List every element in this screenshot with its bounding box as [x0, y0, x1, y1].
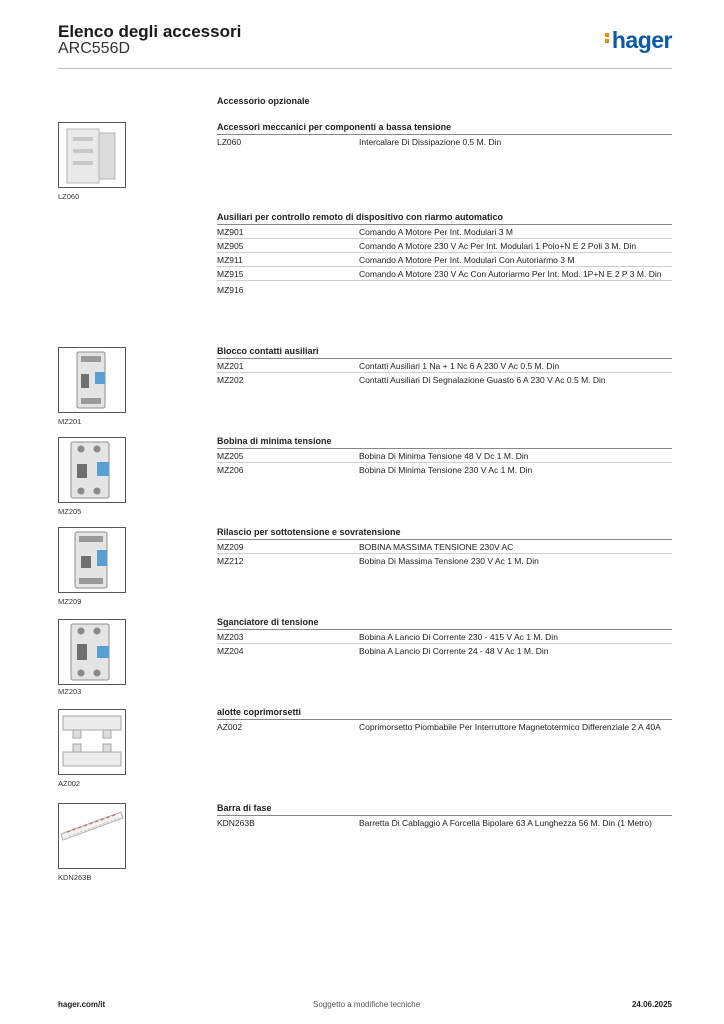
section-title: Accessori meccanici per componenti a bas…	[217, 122, 672, 135]
logo-text: hager	[611, 27, 673, 53]
spacer-module-icon	[66, 128, 116, 184]
section-undervoltage-coil: Bobina di minima tensione MZ205 Bobina D…	[217, 436, 672, 476]
table-row: AZ002 Coprimorsetto Piombabile Per Inter…	[217, 720, 672, 733]
logo-dots-icon	[604, 31, 610, 45]
product-code-cell[interactable]: MZ205	[217, 451, 244, 461]
footer-disclaimer: Soggetto a modifiche tecniche	[313, 1000, 421, 1009]
product-code-cell[interactable]: MZ201	[217, 361, 244, 371]
section-title: Bobina di minima tensione	[217, 436, 672, 449]
product-code-cell[interactable]: MZ911	[217, 255, 243, 265]
section-title: Ausiliari per controllo remoto di dispos…	[217, 212, 672, 225]
product-description: Comando A Motore Per Int. Modulari 3 M	[359, 227, 514, 237]
thumbnail-caption: KDN263B	[58, 873, 92, 882]
table-row: MZ905 Comando A Motore 230 V Ac Per Int.…	[217, 239, 672, 253]
product-code-cell[interactable]: MZ916	[217, 285, 244, 295]
product-code-cell[interactable]: MZ209	[217, 542, 244, 552]
product-description	[359, 285, 672, 295]
product-code-cell[interactable]: AZ002	[217, 722, 243, 732]
product-code-cell[interactable]: MZ206	[217, 465, 244, 475]
page-title: Elenco degli accessori	[58, 22, 242, 41]
section-mechanical: Accessori meccanici per componenti a bas…	[217, 122, 672, 148]
product-code-cell[interactable]: MZ212	[217, 556, 244, 566]
product-image-mz203[interactable]	[58, 619, 126, 685]
table-row: KDN263B Barretta Di Cablaggio A Forcella…	[217, 816, 672, 829]
product-image-mz209[interactable]	[58, 527, 126, 593]
table-row: MZ202 Contatti Ausiliari Di Segnalazione…	[217, 373, 672, 386]
product-code-cell[interactable]: MZ915	[217, 269, 244, 279]
product-description: Comando A Motore 230 V Ac Con Autoriarmo…	[359, 269, 662, 279]
table-row: MZ915 Comando A Motore 230 V Ac Con Auto…	[217, 267, 672, 281]
product-description: Bobina A Lancio Di Corrente 230 - 415 V …	[359, 632, 558, 642]
thumbnail-caption: MZ209	[58, 597, 82, 606]
section-terminal-covers: alotte coprimorsetti AZ002 Coprimorsetto…	[217, 707, 672, 733]
product-code-cell[interactable]: KDN263B	[217, 818, 255, 828]
product-description: Comando A Motore 230 V Ac Per Int. Modul…	[359, 241, 637, 251]
table-row: MZ901 Comando A Motore Per Int. Modulari…	[217, 225, 672, 239]
section-voltage-release: Rilascio per sottotensione e sovratensio…	[217, 527, 672, 567]
product-image-mz205[interactable]	[58, 437, 126, 503]
table-row: MZ212 Bobina Di Massima Tensione 230 V A…	[217, 554, 672, 567]
overvoltage-release-icon	[74, 531, 108, 589]
hager-logo[interactable]: hager	[604, 27, 673, 54]
product-description: Bobina Di Minima Tensione 48 V Dc 1 M. D…	[359, 451, 529, 461]
section-title: Sganciatore di tensione	[217, 617, 672, 630]
product-description: Contatti Ausiliari Di Segnalazione Guast…	[359, 375, 606, 385]
section-shunt-trip: Sganciatore di tensione MZ203 Bobina A L…	[217, 617, 672, 657]
product-image-kdn263b[interactable]	[58, 803, 126, 869]
table-row: MZ206 Bobina Di Minima Tensione 230 V Ac…	[217, 463, 672, 476]
busbar-icon	[60, 811, 124, 841]
table-row: MZ201 Contatti Ausiliari 1 Na + 1 Nc 6 A…	[217, 359, 672, 373]
product-code-cell[interactable]: MZ202	[217, 375, 244, 385]
table-row: MZ209 BOBINA MASSIMA TENSIONE 230V AC	[217, 540, 672, 554]
table-row: LZ060 Intercalare Di Dissipazione 0.5 M.…	[217, 135, 672, 148]
product-description: Coprimorsetto Piombabile Per Interruttor…	[359, 722, 661, 732]
table-row: MZ203 Bobina A Lancio Di Corrente 230 - …	[217, 630, 672, 644]
product-description: Comando A Motore Per Int. Modulari Con A…	[359, 255, 575, 265]
product-code-cell[interactable]: MZ204	[217, 646, 244, 656]
product-description: BOBINA MASSIMA TENSIONE 230V AC	[359, 542, 514, 552]
section-remote-control: Ausiliari per controllo remoto di dispos…	[217, 212, 672, 296]
product-image-mz201[interactable]	[58, 347, 126, 413]
table-row: MZ204 Bobina A Lancio Di Corrente 24 - 4…	[217, 644, 672, 657]
header-divider	[58, 68, 672, 69]
table-row: MZ205 Bobina Di Minima Tensione 48 V Dc …	[217, 449, 672, 463]
product-image-lz060[interactable]	[58, 122, 126, 188]
product-description: Intercalare Di Dissipazione 0.5 M. Din	[359, 137, 502, 147]
product-code-cell[interactable]: MZ901	[217, 227, 244, 237]
product-description: Bobina A Lancio Di Corrente 24 - 48 V Ac…	[359, 646, 549, 656]
product-code-cell[interactable]: MZ905	[217, 241, 244, 251]
section-title: Rilascio per sottotensione e sovratensio…	[217, 527, 672, 540]
shunt-trip-icon	[70, 623, 110, 681]
table-row: MZ911 Comando A Motore Per Int. Modulari…	[217, 253, 672, 267]
undervoltage-coil-icon	[70, 441, 110, 499]
section-title: Barra di fase	[217, 803, 672, 816]
product-code-cell[interactable]: LZ060	[217, 137, 242, 147]
product-description: Bobina Di Massima Tensione 230 V Ac 1 M.…	[359, 556, 539, 566]
thumbnail-caption: MZ205	[58, 507, 82, 516]
auxiliary-contact-icon	[76, 351, 106, 409]
product-code: ARC556D	[58, 40, 131, 57]
footer-website-link[interactable]: hager.com/it	[58, 1000, 106, 1009]
section-aux-contacts: Blocco contatti ausiliari MZ201 Contatti…	[217, 346, 672, 386]
thumbnail-caption: MZ203	[58, 687, 82, 696]
product-code-cell[interactable]: MZ203	[217, 632, 244, 642]
footer-date: 24.06.2025	[631, 1000, 672, 1009]
section-busbar: Barra di fase KDN263B Barretta Di Cablag…	[217, 803, 672, 829]
table-row: MZ916	[217, 281, 672, 296]
thumbnail-caption: MZ201	[58, 417, 82, 426]
product-description: Contatti Ausiliari 1 Na + 1 Nc 6 A 230 V…	[359, 361, 560, 371]
product-description: Bobina Di Minima Tensione 230 V Ac 1 M. …	[359, 465, 533, 475]
thumbnail-caption: LZ060	[58, 192, 80, 201]
product-image-az002[interactable]	[58, 709, 126, 775]
thumbnail-caption: AZ002	[58, 779, 81, 788]
section-title: Blocco contatti ausiliari	[217, 346, 672, 359]
optional-accessory-label: Accessorio opzionale	[217, 96, 310, 106]
terminal-cover-icon	[62, 715, 122, 767]
product-description: Barretta Di Cablaggio A Forcella Bipolar…	[359, 818, 652, 828]
section-title: alotte coprimorsetti	[217, 707, 672, 720]
